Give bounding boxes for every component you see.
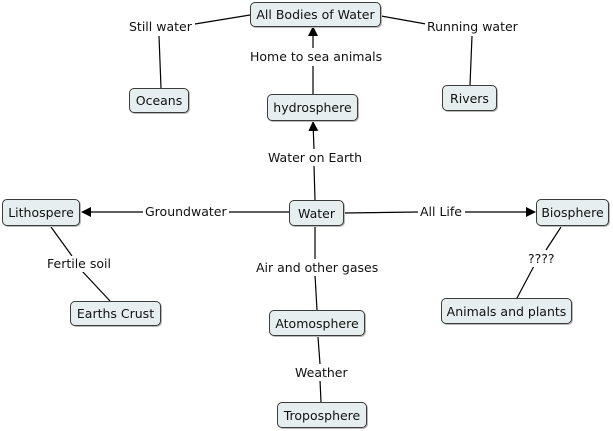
link-label-fertile-soil: Fertile soil: [45, 256, 113, 272]
line-weather-troposphere: [319, 379, 322, 403]
link-label-question: ????: [526, 251, 557, 267]
node-rivers[interactable]: Rivers: [442, 85, 497, 111]
link-label-air-and-other-gases: Air and other gases: [254, 260, 381, 276]
line-biosphere-question: [545, 226, 562, 251]
line-water-alllife: [343, 211, 419, 214]
node-atomosphere[interactable]: Atomosphere: [269, 310, 365, 336]
line-atmosphere-weather: [317, 336, 321, 365]
line-lithosphere-fertilesoil: [50, 226, 73, 257]
node-animals-and-plants[interactable]: Animals and plants: [441, 298, 572, 324]
node-oceans[interactable]: Oceans: [129, 88, 189, 113]
link-label-water-on-earth: Water on Earth: [266, 150, 364, 166]
node-lithospere[interactable]: Lithospere: [2, 199, 80, 226]
arrow-wateronearth-hydrosphere: [308, 121, 319, 150]
line-fertilesoil-earthscrust: [81, 270, 111, 302]
link-label-still-water: Still water: [127, 19, 194, 35]
line-airgases-atmosphere: [314, 274, 318, 311]
line-allbodies-runningwater: [380, 15, 427, 25]
node-hydrosphere[interactable]: hydrosphere: [267, 94, 358, 121]
link-label-all-life: All Life: [418, 204, 464, 220]
line-runningwater-rivers: [469, 35, 473, 86]
node-all-bodies-of-water[interactable]: All Bodies of Water: [250, 2, 381, 27]
line-water-wateronearth: [313, 165, 316, 201]
node-water[interactable]: Water: [289, 200, 344, 226]
node-troposphere[interactable]: Troposphere: [277, 402, 367, 428]
link-label-groundwater: Groundwater: [143, 204, 229, 220]
line-stillwater-oceans: [158, 35, 162, 89]
line-question-animals: [516, 265, 535, 299]
node-biosphere[interactable]: Biosphere: [536, 199, 609, 226]
node-earths-crust[interactable]: Earths Crust: [70, 301, 161, 326]
link-label-home-to-sea-animals: Home to sea animals: [248, 49, 385, 65]
link-label-running-water: Running water: [425, 19, 520, 35]
link-label-weather: Weather: [293, 365, 350, 381]
line-allbodies-stillwater: [194, 14, 251, 25]
